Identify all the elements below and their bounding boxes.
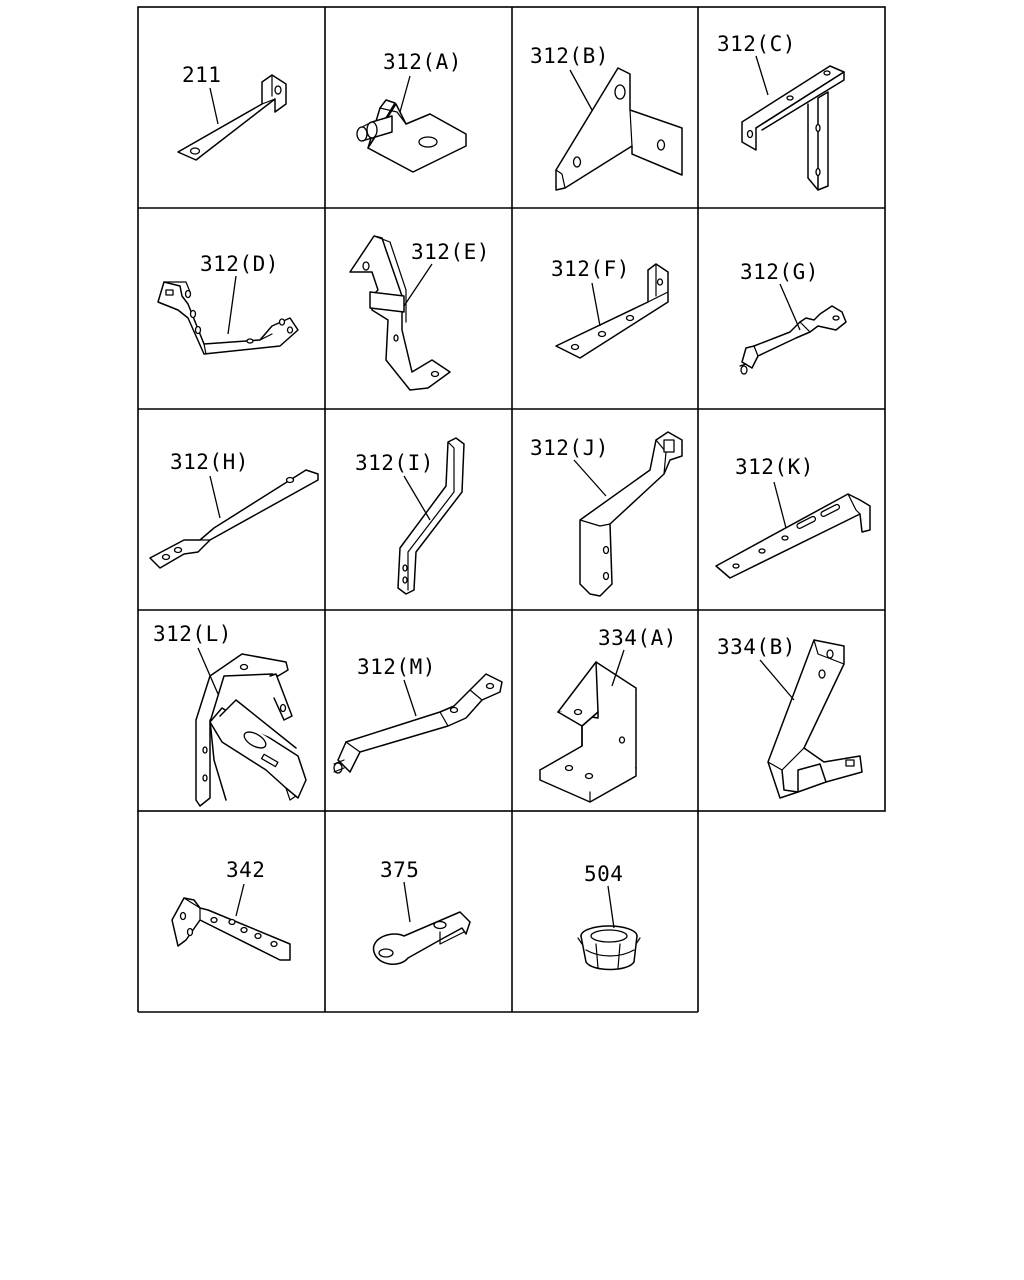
catalog-grid [137,6,886,1013]
leader-312C [755,55,769,96]
callout-312A: 312(A) [383,50,462,74]
part-cell-334A[interactable]: 334(A) [539,626,677,803]
leader-312G [779,283,801,331]
callout-504: 504 [584,862,623,886]
part-cell-504[interactable]: 504 [577,862,641,971]
leader-312I [403,475,431,521]
leader-504 [607,885,615,929]
part-cell-312G[interactable]: 312(G) [739,260,847,375]
callout-312J: 312(J) [530,436,609,460]
part-cell-211[interactable]: 211 [177,63,287,161]
leader-312D [227,275,237,335]
bracket-312C-drawing [741,65,845,191]
callout-312L: 312(L) [153,622,232,646]
bracket-312J-drawing [579,431,683,597]
leader-342 [235,883,245,917]
leader-211 [209,87,219,125]
leader-312F [591,282,601,327]
leader-312E [403,263,433,307]
part-cell-312L[interactable]: 312(L) [153,622,307,807]
part-cell-312D[interactable]: 312(D) [157,252,299,355]
callout-312D: 312(D) [200,252,279,276]
bracket-312L-drawing [195,653,307,807]
part-cell-312K[interactable]: 312(K) [715,455,871,579]
part-cell-375[interactable]: 375 [372,858,471,965]
bracket-312K-drawing [715,493,871,579]
callout-312C: 312(C) [717,32,796,56]
part-cell-312E[interactable]: 312(E) [349,235,490,391]
leader-375 [403,881,411,923]
part-cell-312A[interactable]: 312(A) [356,50,467,173]
callout-334A: 334(A) [598,626,677,650]
leader-312K [773,481,787,529]
bracket-312M-drawing [333,673,503,774]
bracket-312F-drawing [555,263,669,359]
bracket-375-drawing [372,911,471,965]
part-cell-312I[interactable]: 312(I) [355,437,465,595]
callout-312H: 312(H) [170,450,249,474]
callout-312F: 312(F) [551,257,630,281]
callout-334B: 334(B) [717,635,796,659]
leader-334A [611,649,625,687]
part-cell-312C[interactable]: 312(C) [717,32,845,191]
part-cell-334B[interactable]: 334(B) [717,635,863,799]
leader-312M [403,679,417,717]
callout-375: 375 [380,858,419,882]
leader-312B [569,69,593,111]
part-cell-342[interactable]: 342 [171,858,291,961]
clip-504-drawing [577,925,641,971]
bracket-334A-drawing [539,661,637,803]
bracket-312H-drawing [149,469,319,569]
bracket-211-drawing [177,74,287,161]
leader-312A [399,75,411,113]
part-cell-312M[interactable]: 312(M) [333,655,503,774]
bracket-342-drawing [171,897,291,961]
bracket-312G-drawing [739,305,847,375]
callout-342: 342 [226,858,265,882]
part-cell-312J[interactable]: 312(J) [530,431,683,597]
callout-312G: 312(G) [740,260,819,284]
part-cell-312H[interactable]: 312(H) [149,450,319,569]
callout-312M: 312(M) [357,655,436,679]
bracket-312D-drawing [157,281,299,355]
bracket-334B-drawing [767,639,863,799]
part-cell-312B[interactable]: 312(B) [530,44,683,191]
part-cell-312F[interactable]: 312(F) [551,257,669,359]
bracket-312E-drawing [349,235,451,391]
callout-312K: 312(K) [735,455,814,479]
callout-312E: 312(E) [411,240,490,264]
leader-312J [573,459,607,497]
callout-211: 211 [182,63,221,87]
bracket-312B-drawing [555,67,683,191]
leader-312H [209,475,221,519]
leader-334B [759,659,795,701]
bracket-312A-drawing [356,99,467,173]
leader-312L [197,647,219,695]
callout-312B: 312(B) [530,44,609,68]
callout-312I: 312(I) [355,451,434,475]
bracket-312I-drawing [397,437,465,595]
